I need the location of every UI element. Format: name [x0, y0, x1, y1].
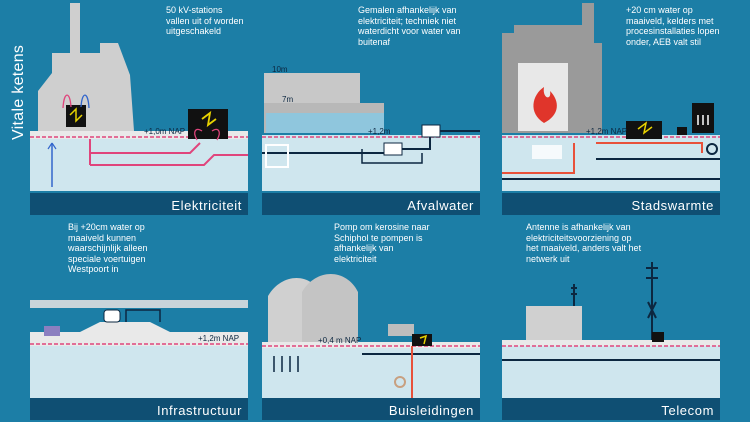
- afvalwater-band: [262, 193, 480, 215]
- gear-icon: [394, 376, 406, 388]
- telecom-illustration: [502, 262, 720, 398]
- antenna-icon: [646, 262, 658, 340]
- ground: [502, 344, 720, 398]
- car-icon: [44, 326, 60, 336]
- lightning-icon: [69, 107, 83, 123]
- power-cable: [90, 154, 248, 166]
- panel-afvalwater: Gemalen afhankelijk van elektriciteit; t…: [262, 3, 480, 215]
- storage-tank: [302, 274, 358, 344]
- ground: [502, 135, 720, 191]
- infrastructuur-illustration: [30, 300, 248, 398]
- buisleidingen-title: Buisleidingen: [388, 403, 474, 418]
- stadswarmte-note: +20 cm water op maaiveld, kelders met pr…: [626, 5, 720, 47]
- flame-icon: [533, 87, 557, 123]
- building: [526, 306, 582, 342]
- pump-station: [412, 334, 432, 346]
- lightning-icon: [419, 334, 428, 345]
- elektriciteit-title: Elektriciteit: [171, 198, 242, 213]
- telecom-band: [502, 398, 720, 420]
- lightning-icon: [637, 121, 653, 135]
- panel-infrastructuur: Bij +20cm water op maaiveld kunnen waars…: [30, 222, 248, 420]
- elektriciteit-note: 50 kV-stations vallen uit of worden uitg…: [166, 5, 244, 36]
- buisleidingen-illustration: [262, 274, 480, 398]
- panel-stadswarmte: +20 cm water op maaiveld, kelders met pr…: [502, 3, 720, 215]
- pump-station: [421, 124, 441, 138]
- gear-icon: [706, 143, 718, 155]
- elektriciteit-band: [30, 193, 248, 215]
- power-box: [652, 332, 664, 342]
- antenna-icon: [571, 284, 577, 306]
- ground-surface: [30, 131, 248, 139]
- chimney: [582, 3, 594, 43]
- buisleidingen-band: [262, 398, 480, 420]
- panel-buisleidingen: Pomp om kerosine naar Schiphol te pompen…: [262, 222, 480, 420]
- buisleidingen-note: Pomp om kerosine naar Schiphol te pompen…: [334, 222, 430, 264]
- inlet-structure: [265, 144, 289, 168]
- panel-telecom: Antenne is afhankelijk van elektriciteit…: [502, 222, 720, 420]
- sewer-pipe: [262, 130, 480, 154]
- infrastructuur-band: [30, 398, 248, 420]
- heater-icon: [697, 115, 709, 125]
- process-installation: [532, 145, 562, 159]
- return-pipe: [502, 158, 720, 180]
- afvalwater-illustration: [262, 73, 480, 191]
- afvalwater-level-7: 7m: [282, 95, 294, 104]
- ground: [30, 344, 248, 398]
- elektriciteit-illustration: [30, 3, 248, 191]
- panel-elektriciteit: 50 kV-stations vallen uit of worden uitg…: [30, 3, 248, 215]
- infrastructuur-note: Bij +20cm water op maaiveld kunnen waars…: [68, 222, 148, 274]
- pump-station: [383, 142, 403, 156]
- stadswarmte-level-label: +1,2m NAP: [586, 127, 628, 136]
- train-icon: [103, 309, 121, 323]
- power-station-building: [38, 43, 134, 131]
- afvalwater-level-label: +1,2m: [368, 127, 391, 136]
- hot-water-pipe: [502, 142, 703, 174]
- pump-house: [388, 324, 414, 336]
- telecom-title: Telecom: [661, 403, 714, 418]
- telecom-note: Antenne is afhankelijk van elektriciteit…: [526, 222, 642, 264]
- stadswarmte-title: Stadswarmte: [631, 198, 714, 213]
- afvalwater-title: Afvalwater: [407, 198, 474, 213]
- lightning-icon: [201, 110, 217, 128]
- foundation-piles: [273, 356, 299, 372]
- power-cable: [90, 142, 201, 154]
- road-dike: [30, 322, 248, 346]
- tank-water: [266, 113, 384, 133]
- buisleidingen-level-label: +0,4 m NAP: [318, 336, 362, 345]
- chimney: [70, 3, 80, 53]
- infrastructuur-level-label: +1,2m NAP: [198, 334, 240, 343]
- infrastructuur-title: Infrastructuur: [157, 403, 242, 418]
- elektriciteit-level-label: +1,0m NAP: [144, 127, 186, 136]
- afvalwater-note: Gemalen afhankelijk van elektriciteit; t…: [358, 5, 461, 47]
- stadswarmte-band: [502, 193, 720, 215]
- sewer-pipe: [361, 149, 423, 164]
- viaduct: [30, 300, 248, 308]
- afvalwater-level-10: 10m: [272, 65, 288, 74]
- stadswarmte-illustration: [502, 3, 720, 191]
